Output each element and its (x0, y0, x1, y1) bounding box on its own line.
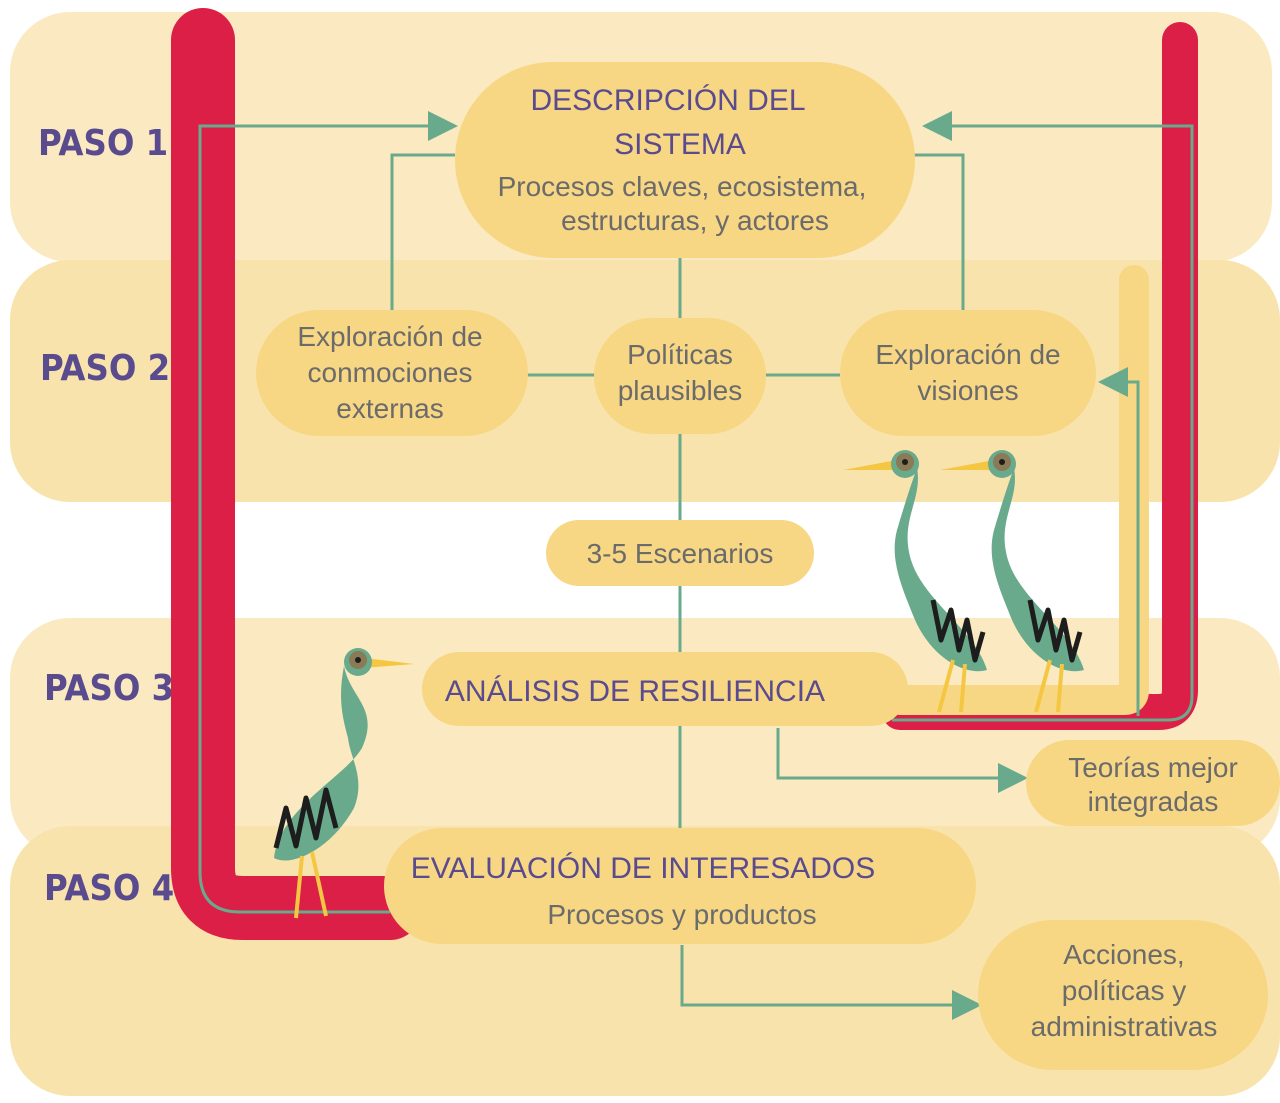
node-teorias-shape (1026, 740, 1280, 826)
red-loop-left (171, 8, 422, 940)
connector-visiones-up (902, 153, 965, 310)
node-escenarios: 3-5 Escenarios (546, 520, 814, 586)
connector-teorias (776, 728, 1028, 793)
node-teorias: Teorías mejor integradas (1026, 740, 1280, 826)
step-label-2: PASO 2 (40, 348, 170, 389)
heron-1-legs (294, 851, 328, 919)
heron-2-neck-body (894, 468, 987, 672)
node-descripcion-title-1: DESCRIPCIÓN DEL (530, 84, 805, 117)
node-resiliencia-title: ANÁLISIS DE RESILIENCIA (445, 675, 825, 708)
step-labels: PASO 1 PASO 2 PASO 3 PASO 4 (38, 123, 174, 909)
heron-2-beak (843, 460, 897, 470)
node-descripcion-body-2: estructuras, y actores (561, 205, 829, 236)
step-label-3: PASO 3 (44, 668, 174, 709)
node-politicas-shape (594, 318, 766, 434)
connector-right-loop (892, 111, 1194, 722)
node-visiones-line-1: Exploración de (875, 339, 1060, 370)
node-conmociones: Exploración de conmociones externas (256, 310, 528, 436)
node-visiones-shape (840, 310, 1096, 436)
node-evaluacion-body: Procesos y productos (547, 899, 816, 930)
node-resiliencia-shape (422, 652, 908, 726)
node-visiones-line-2: visiones (917, 375, 1018, 406)
node-descripcion-body-1: Procesos claves, ecosistema, (498, 171, 867, 202)
node-acciones-line-3: administrativas (1031, 1011, 1218, 1042)
node-conmociones-shape (256, 310, 528, 436)
connector-inner-right (1098, 367, 1140, 716)
heron-3-eye (999, 459, 1005, 465)
node-evaluacion-shape (384, 828, 976, 944)
node-descripcion-title-2: SISTEMA (614, 128, 746, 161)
feedback-loops (171, 8, 1198, 940)
node-conmociones-line-2: conmociones (308, 357, 473, 388)
node-acciones: Acciones, políticas y administrativas (978, 920, 1268, 1070)
connector-acciones (680, 945, 982, 1020)
heron-2-eye (902, 459, 908, 465)
node-conmociones-line-3: externas (336, 393, 443, 424)
node-politicas-line-1: Políticas (627, 339, 733, 370)
node-descripcion-shape (455, 62, 915, 258)
heron-1-neck-body (274, 666, 368, 861)
heron-3-neck-body (991, 468, 1084, 672)
heron-2-wing (930, 599, 986, 663)
connector-conmociones-up (390, 153, 455, 310)
node-descripcion: DESCRIPCIÓN DEL SISTEMA Procesos claves,… (455, 62, 915, 258)
heron-3-beak (940, 460, 994, 470)
red-loop-right (882, 22, 1198, 730)
node-politicas: Políticas plausibles (594, 318, 766, 434)
heron-2-legs (937, 659, 967, 713)
heron-1-eye (355, 657, 361, 663)
node-escenarios-label: 3-5 Escenarios (587, 538, 774, 569)
heron-illustration-3 (940, 450, 1084, 713)
node-teorias-line-1: Teorías mejor (1068, 752, 1238, 783)
heron-3-wing (1027, 599, 1083, 663)
yellow-loop-right (885, 265, 1149, 715)
node-acciones-line-2: políticas y (1062, 975, 1187, 1006)
heron-illustration-1 (273, 648, 414, 919)
step-label-1: PASO 1 (38, 123, 168, 164)
heron-1-beak (364, 658, 414, 668)
node-politicas-line-2: plausibles (618, 375, 743, 406)
node-teorias-line-2: integradas (1088, 786, 1219, 817)
node-escenarios-shape (546, 520, 814, 586)
heron-1-wing (273, 787, 339, 849)
heron-3-legs (1034, 659, 1064, 713)
node-acciones-line-1: Acciones, (1063, 939, 1184, 970)
node-resiliencia: ANÁLISIS DE RESILIENCIA (422, 652, 908, 726)
connector-left-loop (198, 111, 458, 914)
node-evaluacion: EVALUACIÓN DE INTERESADOS Procesos y pro… (384, 828, 976, 944)
node-visiones: Exploración de visiones (840, 310, 1096, 436)
node-conmociones-line-1: Exploración de (297, 321, 482, 352)
heron-illustration-2 (843, 450, 987, 713)
node-evaluacion-title: EVALUACIÓN DE INTERESADOS (411, 852, 876, 885)
step-label-4: PASO 4 (44, 868, 174, 909)
node-acciones-shape (978, 920, 1268, 1070)
